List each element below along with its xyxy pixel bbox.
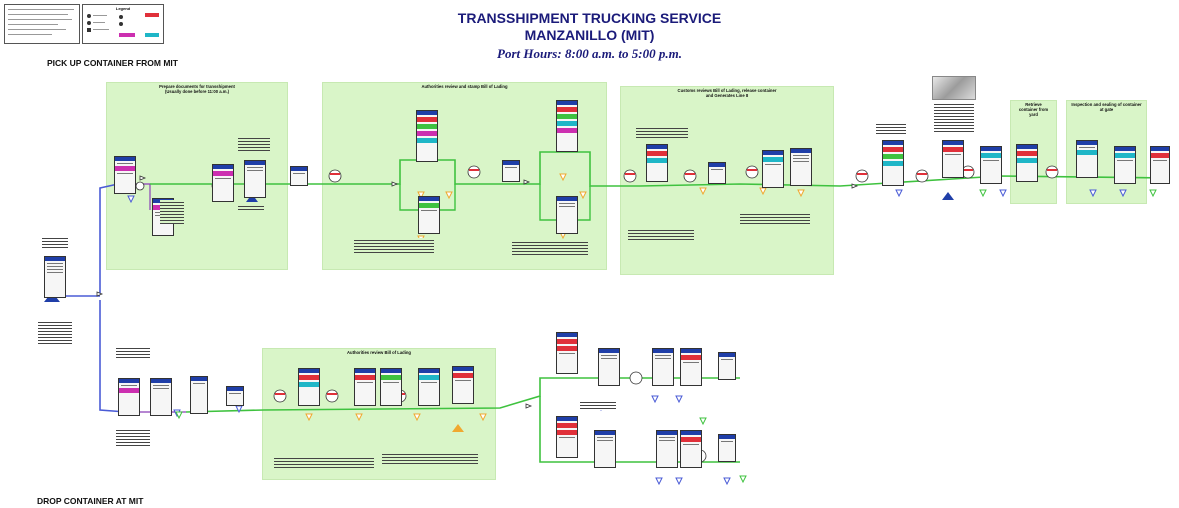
note-block xyxy=(274,456,374,470)
note-block xyxy=(512,240,588,256)
zone-customs-title: Customs reviews Bill of Lading, release … xyxy=(677,88,777,98)
process-step xyxy=(118,378,140,416)
section-pickup-label: PICK UP CONTAINER FROM MIT xyxy=(47,58,178,68)
note-block xyxy=(238,136,270,152)
note-block xyxy=(628,228,694,240)
process-step xyxy=(882,140,904,186)
process-step xyxy=(942,140,964,178)
note-block xyxy=(160,200,184,224)
legend-swatch-magenta xyxy=(119,33,135,37)
process-step xyxy=(680,348,702,386)
legend-swatch-red xyxy=(145,13,159,17)
process-step xyxy=(980,146,1002,184)
process-step xyxy=(298,368,320,406)
process-step xyxy=(354,368,376,406)
note-block xyxy=(636,126,688,138)
page-subtitle: Port Hours: 8:00 a.m. to 5:00 p.m. xyxy=(497,46,682,61)
process-step xyxy=(244,160,266,198)
process-step xyxy=(556,100,578,152)
process-step xyxy=(416,110,438,162)
process-step xyxy=(556,416,578,458)
process-step xyxy=(718,434,736,462)
process-step xyxy=(418,368,440,406)
note-block xyxy=(116,428,150,448)
page-title-line2: MANZANILLO (MIT) xyxy=(524,27,655,43)
legend-swatch-step xyxy=(87,28,91,32)
process-step xyxy=(656,430,678,468)
note-block xyxy=(238,204,264,210)
process-step xyxy=(502,160,520,182)
legend-box: Legend xyxy=(82,4,164,44)
note-block xyxy=(580,400,616,410)
section-drop-label: DROP CONTAINER AT MIT xyxy=(37,496,144,506)
process-step xyxy=(190,376,208,414)
legend-swatch-blue xyxy=(87,14,91,18)
process-step xyxy=(556,196,578,234)
process-step xyxy=(44,256,66,298)
process-step xyxy=(1150,146,1170,184)
process-step xyxy=(226,386,244,406)
process-step xyxy=(212,164,234,202)
page-title-line1: TRANSSHIPMENT TRUCKING SERVICE xyxy=(457,10,722,26)
document-photo xyxy=(932,76,976,100)
zone-inspection-title: Inspection and sealing of container at g… xyxy=(1071,102,1142,112)
process-step xyxy=(652,348,674,386)
process-step xyxy=(418,196,440,234)
process-step xyxy=(1016,144,1038,182)
process-step xyxy=(708,162,726,184)
note-block xyxy=(42,236,68,250)
zone-prepare-title: Prepare documents for transshipment (Usu… xyxy=(159,84,235,94)
process-step xyxy=(598,348,620,386)
process-step xyxy=(646,144,668,182)
zone-retrieve-title: Retrieve container from yard xyxy=(1018,102,1049,117)
process-step xyxy=(680,430,702,468)
process-step xyxy=(718,352,736,380)
legend-title: Legend xyxy=(115,6,131,11)
note-block xyxy=(38,320,72,344)
note-block xyxy=(116,346,150,360)
process-step xyxy=(762,150,784,188)
process-step xyxy=(1114,146,1136,184)
note-block xyxy=(382,452,478,466)
process-step xyxy=(556,332,578,374)
process-step xyxy=(150,378,172,416)
process-step xyxy=(790,148,812,186)
zone-authorities-stamp-title: Authorities review and stamp Bill of Lad… xyxy=(421,84,508,89)
legend-swatch-circle xyxy=(87,21,91,25)
process-step xyxy=(1076,140,1098,178)
note-block xyxy=(934,102,974,132)
process-step xyxy=(452,366,474,404)
zone-authorities-review-title: Authorities review Bill of Lading xyxy=(347,350,411,355)
project-info-box xyxy=(4,4,80,44)
process-step xyxy=(114,156,136,194)
process-step xyxy=(594,430,616,468)
note-block xyxy=(876,122,906,136)
legend-swatch-cyan xyxy=(145,33,159,37)
note-block xyxy=(354,238,434,254)
process-step xyxy=(380,368,402,406)
note-block xyxy=(740,212,810,224)
process-step xyxy=(290,166,308,186)
